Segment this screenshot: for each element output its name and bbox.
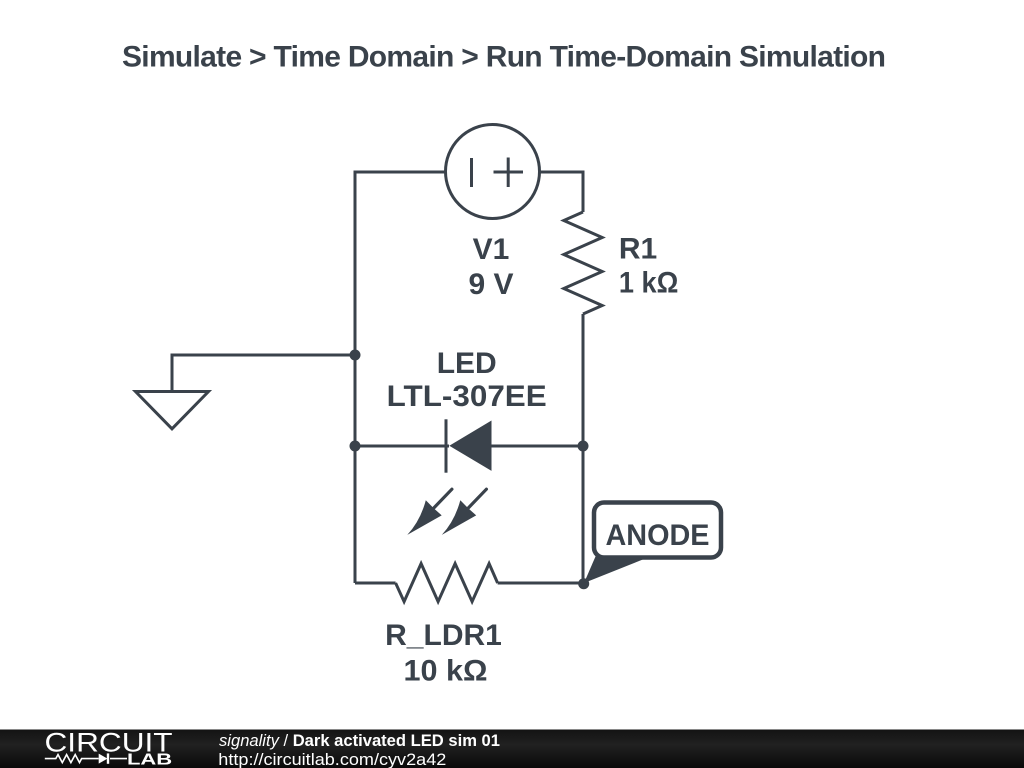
svg-text:10 kΩ: 10 kΩ [404, 655, 488, 688]
svg-text:LAB: LAB [127, 751, 172, 768]
svg-text:1 kΩ: 1 kΩ [619, 267, 679, 300]
svg-text:LED: LED [437, 347, 497, 380]
svg-text:CIRCUIT: CIRCUIT [45, 728, 173, 758]
svg-text:9 V: 9 V [468, 268, 513, 301]
svg-text:http://circuitlab.com/cyv2a42: http://circuitlab.com/cyv2a42 [218, 750, 446, 768]
svg-text:LTL-307EE: LTL-307EE [387, 380, 547, 413]
svg-text:V1: V1 [473, 233, 510, 266]
svg-text:signality / Dark activated LED: signality / Dark activated LED sim 01 [219, 731, 500, 750]
svg-text:R1: R1 [619, 232, 657, 265]
svg-text:ANODE: ANODE [606, 519, 710, 552]
svg-text:Simulate > Time Domain > Run T: Simulate > Time Domain > Run Time-Domain… [122, 41, 886, 74]
svg-text:R_LDR1: R_LDR1 [385, 619, 502, 652]
